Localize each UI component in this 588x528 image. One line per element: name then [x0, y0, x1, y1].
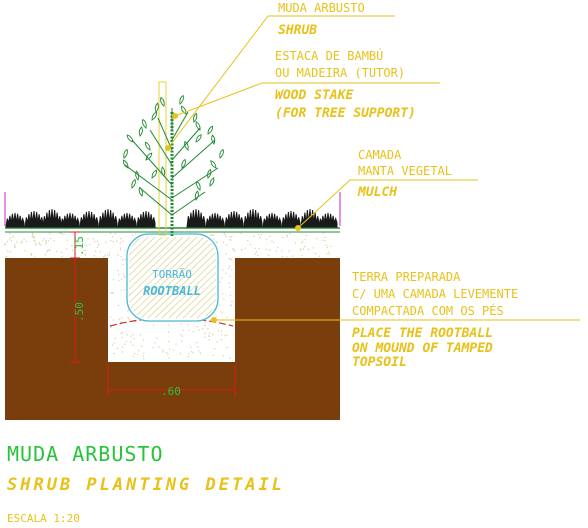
callout-stake-en1: WOOD STAKE [275, 88, 353, 103]
rootball-label-pt: TORRÃO [152, 268, 192, 281]
soil-mass [5, 258, 340, 420]
dimension-lines [70, 231, 236, 396]
callout-mulch-pt1: CAMADA [358, 148, 402, 162]
dim-width: .60 [161, 385, 181, 398]
mulch-shrubs [5, 208, 338, 228]
rootball-label-en: ROOTBALL [143, 284, 201, 298]
title-pt: MUDA ARBUSTO [7, 442, 164, 466]
leader-dots [165, 113, 301, 323]
rootball-hatch [129, 236, 216, 319]
shrub-branches [124, 108, 219, 216]
callout-mulch-en: MULCH [357, 185, 397, 200]
wood-stake [158, 81, 167, 236]
callout-shrub-pt: MUDA ARBUSTO [278, 1, 365, 15]
leader-lines [167, 15, 580, 321]
callout-stake-pt2: OU MADEIRA (TUTOR) [275, 66, 405, 80]
callout-soil-en1: PLACE THE ROOTBALL [352, 326, 493, 341]
dim-depth: .50 [73, 302, 86, 322]
callout-soil-en3: TOPSOIL [352, 355, 407, 370]
title-scale: ESCALA 1:20 [7, 512, 80, 525]
callout-stake-pt1: ESTACA DE BAMBÚ [275, 48, 383, 63]
callout-shrub-en: SHRUB [278, 23, 317, 38]
title-en: SHRUB PLANTING DETAIL [7, 475, 285, 495]
callout-soil-pt3: COMPACTADA COM OS PÉS [352, 303, 504, 318]
callout-mulch-pt2: MANTA VEGETAL [358, 164, 452, 178]
callout-soil-pt1: TERRA PREPARADA [352, 270, 461, 284]
shrub-leaves [122, 94, 224, 201]
callout-stake-en2: (FOR TREE SUPPORT) [275, 106, 416, 121]
callout-soil-en2: ON MOUND OF TAMPED [352, 341, 493, 356]
callout-soil-pt2: C/ UMA CAMADA LEVEMENTE [352, 287, 518, 301]
dim-top: .15 [73, 236, 86, 256]
